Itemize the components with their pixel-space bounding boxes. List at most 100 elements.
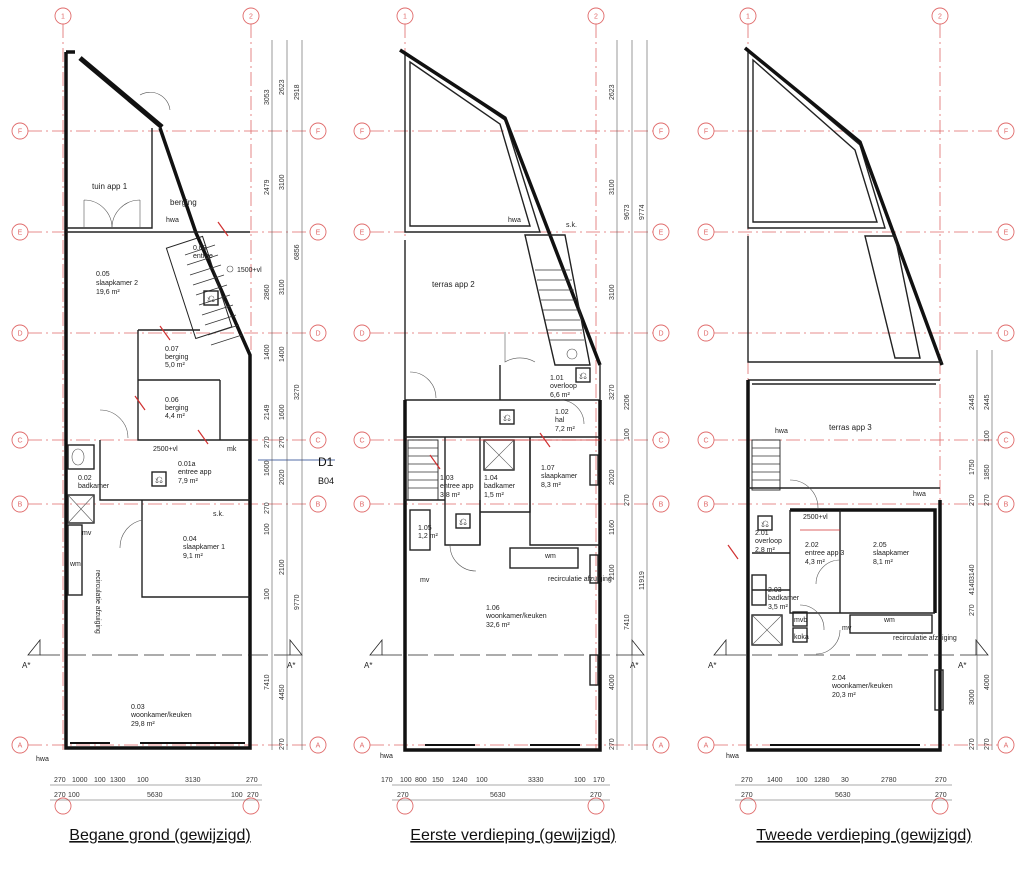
svg-text:E: E — [1004, 230, 1009, 237]
svg-text:3270: 3270 — [609, 384, 616, 400]
svg-text:A: A — [18, 743, 23, 750]
svg-text:2780: 2780 — [881, 777, 897, 784]
svg-text:2020: 2020 — [609, 469, 616, 485]
horizontal-grid-A: A A — [11, 736, 327, 754]
svg-text:B: B — [1004, 502, 1009, 509]
room-0-03: 0.03 woonkamer/keuken 29,8 m² — [130, 704, 192, 728]
svg-text:270: 270 — [54, 777, 66, 784]
svg-text:⎌: ⎌ — [155, 475, 163, 486]
svg-text:⎌: ⎌ — [579, 371, 587, 382]
svg-text:170: 170 — [593, 777, 605, 784]
label-hwa-bottom-2: hwa — [726, 753, 739, 760]
svg-text:C: C — [703, 438, 708, 445]
room-2-04: 2.04 woonkamer/keuken 20,3 m² — [831, 675, 893, 699]
svg-text:100: 100 — [796, 777, 808, 784]
svg-text:270: 270 — [590, 792, 602, 799]
svg-text:270: 270 — [969, 738, 976, 750]
horizontal-grid-F: F F — [11, 122, 327, 140]
svg-text:5,0 m²: 5,0 m² — [165, 362, 186, 369]
svg-text:7410: 7410 — [624, 614, 631, 630]
svg-text:2.05: 2.05 — [873, 542, 887, 549]
svg-text:9774: 9774 — [639, 204, 646, 220]
svg-text:9,1 m²: 9,1 m² — [183, 553, 204, 560]
svg-text:1300: 1300 — [110, 777, 126, 784]
svg-text:29,8 m²: 29,8 m² — [131, 721, 155, 728]
grid-bubble-2 — [242, 7, 260, 25]
svg-text:D: D — [703, 331, 708, 338]
svg-text:270: 270 — [624, 494, 631, 506]
svg-text:⎌: ⎌ — [459, 517, 467, 528]
detail-sheet-b04: B04 — [318, 476, 334, 486]
svg-text:1280: 1280 — [814, 777, 830, 784]
svg-text:D: D — [658, 331, 663, 338]
label-mv: mv — [82, 530, 92, 537]
svg-text:3100: 3100 — [279, 174, 286, 190]
label-mk: mk — [227, 446, 237, 453]
svg-text:1.02: 1.02 — [555, 409, 569, 416]
svg-text:0.04: 0.04 — [183, 536, 197, 543]
room-1-05: 1.05 1,2 m² — [418, 525, 439, 540]
svg-text:F: F — [1004, 129, 1008, 136]
svg-text:D: D — [315, 331, 320, 338]
svg-text:0.06: 0.06 — [165, 397, 179, 404]
room-1-06: 1.06 woonkamer/keuken 32,6 m² — [485, 605, 547, 629]
svg-text:270: 270 — [969, 604, 976, 616]
label-mvb: mvb — [794, 617, 807, 624]
svg-text:11919: 11919 — [639, 571, 646, 590]
label-sk: s.k. — [213, 511, 224, 518]
svg-text:4000: 4000 — [609, 674, 616, 690]
svg-text:entree: entree — [193, 253, 213, 260]
room-2-05: 2.05 slaapkamer 8,1 m² — [873, 542, 910, 566]
svg-text:800: 800 — [415, 777, 427, 784]
section-marker-right: A* — [287, 661, 295, 670]
label-wm-1: wm — [544, 553, 556, 560]
svg-text:270: 270 — [935, 777, 947, 784]
grid-label-2: 2 — [249, 14, 253, 21]
dimension-chains-right: 3053 2479 2860 1400 2149 270 1600 270 10… — [264, 40, 303, 750]
svg-text:E: E — [659, 230, 664, 237]
label-mv-2: mv — [842, 625, 852, 632]
svg-text:E: E — [360, 230, 365, 237]
svg-text:2479: 2479 — [264, 179, 271, 195]
svg-text:A: A — [1004, 743, 1009, 750]
svg-text:32,6 m²: 32,6 m² — [486, 622, 510, 629]
svg-text:3100: 3100 — [279, 279, 286, 295]
svg-text:2.01: 2.01 — [755, 530, 769, 537]
svg-text:19,6 m²: 19,6 m² — [96, 289, 120, 296]
svg-text:0.02: 0.02 — [78, 475, 92, 482]
svg-text:2,8 m²: 2,8 m² — [755, 547, 776, 554]
svg-text:F: F — [360, 129, 364, 136]
svg-text:A*: A* — [630, 661, 638, 670]
label-recirculatie-1: recirculatie afzuiging — [548, 576, 612, 583]
svg-text:270: 270 — [984, 738, 991, 750]
svg-text:100: 100 — [574, 777, 586, 784]
svg-text:⎌: ⎌ — [761, 519, 769, 530]
svg-text:B: B — [18, 502, 23, 509]
svg-text:2149: 2149 — [264, 404, 271, 420]
svg-text:5630: 5630 — [147, 792, 163, 799]
svg-text:badkamer: badkamer — [768, 595, 800, 602]
horizontal-grid-C: C C — [11, 431, 327, 449]
svg-text:1.05: 1.05 — [418, 525, 432, 532]
svg-text:7410: 7410 — [264, 674, 271, 690]
label-hwa-1: hwa — [508, 217, 521, 224]
svg-text:7,9 m²: 7,9 m² — [178, 478, 199, 485]
svg-text:A: A — [360, 743, 365, 750]
svg-text:B: B — [704, 502, 709, 509]
horizontal-grid-E: E E — [11, 223, 327, 241]
label-hwa-2b: hwa — [913, 491, 926, 498]
svg-text:1.06: 1.06 — [486, 605, 500, 612]
svg-text:B: B — [316, 502, 321, 509]
svg-text:3100: 3100 — [609, 179, 616, 195]
svg-text:1600: 1600 — [264, 460, 271, 476]
svg-text:270: 270 — [279, 436, 286, 448]
svg-text:1.01: 1.01 — [550, 375, 564, 382]
svg-text:entree app: entree app — [440, 483, 474, 490]
svg-text:4,4 m²: 4,4 m² — [165, 413, 186, 420]
room-2-03: 2.03 badkamer 3,5 m² — [768, 587, 800, 611]
svg-text:E: E — [704, 230, 709, 237]
svg-text:2623: 2623 — [609, 84, 616, 100]
svg-text:4140: 4140 — [969, 579, 976, 595]
